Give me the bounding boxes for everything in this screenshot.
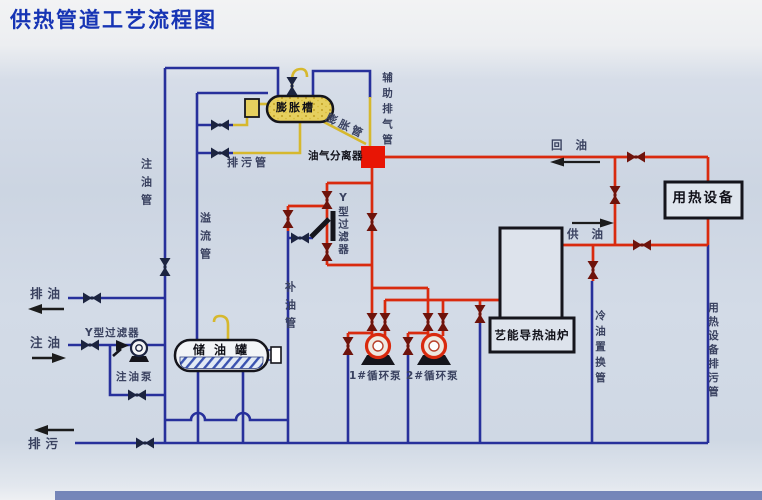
label-cold-oil-exchange-pipe: 冷油置换管: [594, 310, 607, 388]
pipe-gauge-drain: [233, 117, 249, 127]
label-makeup-oil-pipe: 补油管: [283, 281, 297, 335]
label-oil-supply: 供油: [567, 227, 616, 241]
circulation-pump-2-symbol: [417, 332, 451, 365]
pipe-expansion-diagonal: [321, 119, 367, 146]
label-drain-pipe-top: 排污管: [227, 156, 269, 169]
label-y-filter-injection: Y型过滤器: [85, 327, 140, 339]
label-oil-injection-pipe: 注油管: [139, 158, 153, 212]
pipe-injection-top-run: [165, 66, 280, 96]
pipe-expansion-drain: [233, 122, 302, 155]
label-oil-discharge: 排油: [30, 286, 66, 301]
label-oil-gas-separator: 油气分离器: [308, 150, 363, 162]
label-y-filter-main: Y型过滤器: [337, 192, 350, 256]
flow-arrows: [28, 157, 614, 435]
photo-bottom-band: [55, 491, 762, 500]
expansion-tank-gauge: [244, 98, 260, 118]
label-storage-tank: 储油罐: [193, 343, 257, 357]
pipe-vent-hook: [290, 67, 309, 95]
label-auxiliary-vent-pipe: 辅助排气管: [381, 72, 394, 150]
page-title: 供热管道工艺流程图: [10, 8, 217, 32]
pipe-vent-link: [311, 69, 372, 98]
label-injection-pump: 注油泵: [116, 371, 154, 383]
expansion-tank-body: [265, 94, 335, 124]
label-expansion-tank: 膨胀槽: [276, 101, 315, 114]
pipe-pump-bypass: [108, 345, 165, 397]
label-oil-return: 回油: [551, 138, 600, 152]
label-overflow-pipe: 溢流管: [198, 212, 212, 266]
heat-equipment-box: [663, 180, 744, 220]
label-heat-equipment: 用热设备: [672, 190, 735, 206]
blue-pipe-network: [68, 66, 710, 445]
label-heat-equipment-drain-pipe: 用热设备排污管: [707, 302, 720, 400]
y-filter-main-symbol: [309, 211, 336, 241]
label-circulation-pump-1: 1#循环泵: [349, 370, 402, 382]
label-blowdown: 排污: [28, 436, 64, 451]
yellow-pipe-network: [212, 67, 372, 340]
storage-tank-gauge: [270, 346, 282, 364]
injection-pump-symbol: [129, 338, 149, 362]
oil-gas-separator-body: [361, 146, 385, 168]
label-oil-injection: 注油: [30, 335, 66, 350]
furnace-base: [488, 316, 576, 354]
label-furnace: 艺能导热油炉: [494, 328, 570, 342]
equipment-shapes: [112, 94, 744, 373]
storage-tank-liquid: [179, 356, 264, 369]
valves-blue-lines: [81, 77, 309, 449]
circulation-pump-1-symbol: [361, 332, 395, 365]
pipe-collector-with-jumps: [165, 411, 288, 422]
y-filter-injection-symbol: [112, 340, 129, 357]
furnace-body: [498, 226, 564, 320]
pipe-storage-vent-hook: [212, 314, 230, 340]
label-circulation-pump-2: 2#循环泵: [406, 370, 459, 382]
